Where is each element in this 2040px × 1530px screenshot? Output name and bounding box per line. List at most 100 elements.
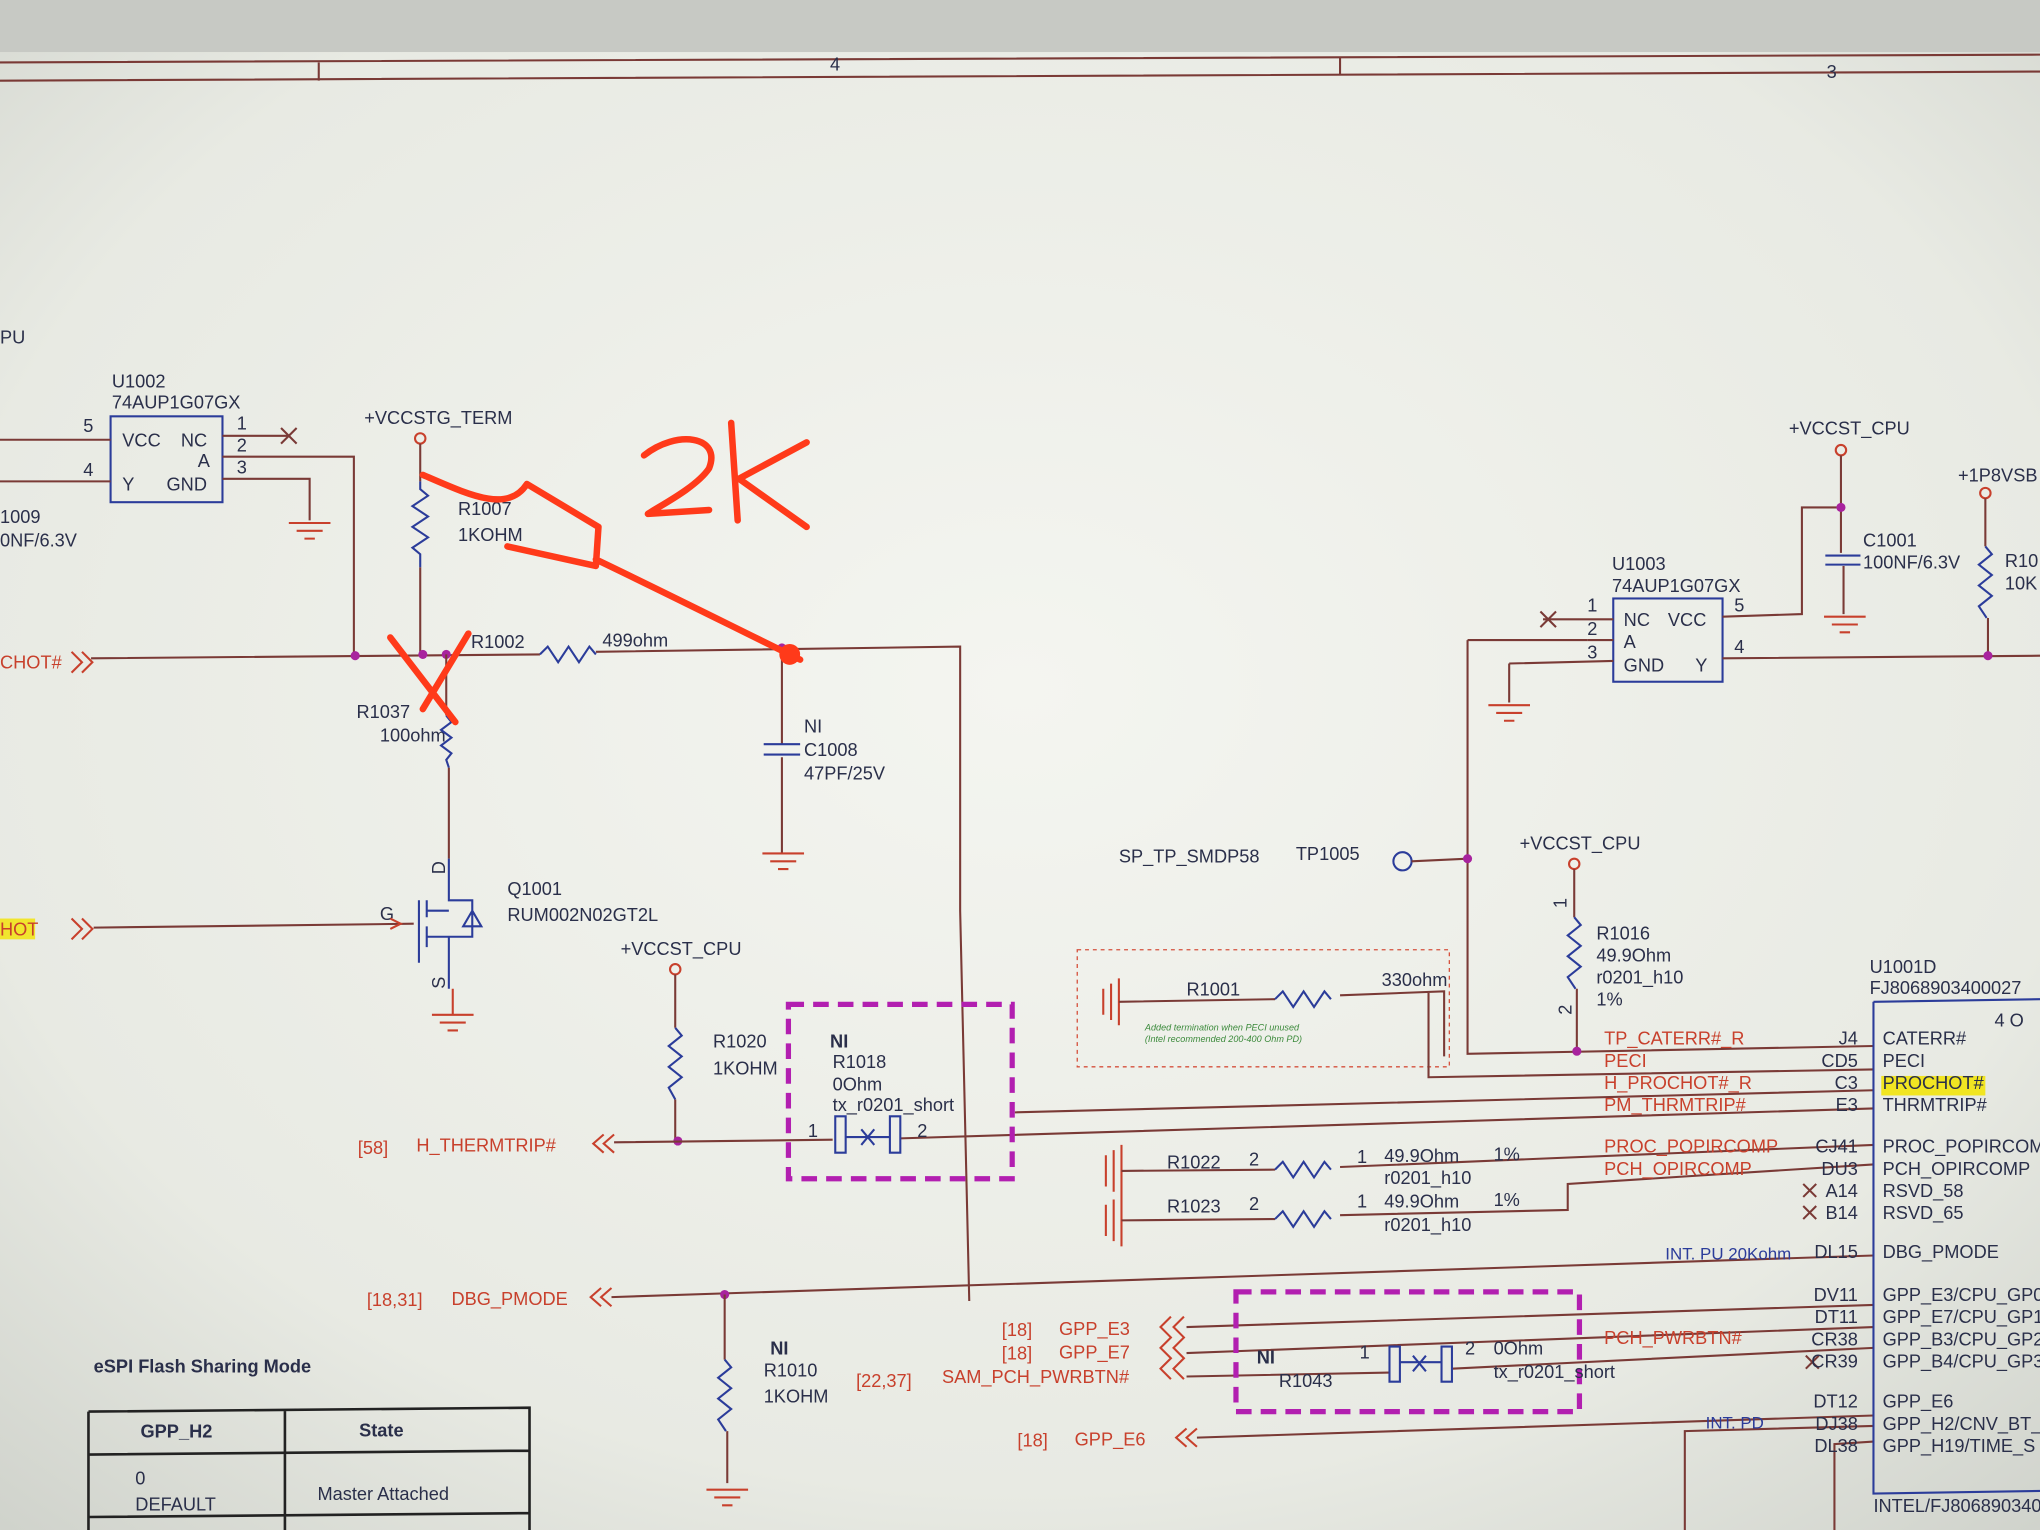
r1037-ref: R1037	[356, 702, 410, 722]
pin-name: THRMTRIP#	[1883, 1095, 1988, 1115]
c1009-value: 0NF/6.3V	[0, 530, 78, 550]
pin-label: NC	[181, 430, 207, 450]
pin-name: RSVD_65	[1883, 1203, 1964, 1224]
q1001-drain-label: D	[429, 861, 449, 874]
r10-value: 10K	[2005, 573, 2037, 593]
net-label-prochot: CHOT#	[0, 653, 63, 673]
pin-number: 1	[1360, 1342, 1370, 1362]
u1002-buffer: U1002 74AUP1G07GX VCC NC A Y GND 5 4 1 2…	[0, 372, 355, 655]
pin-ball-number: DJ38	[1815, 1414, 1857, 1434]
pin-name: PROC_POPIRCOM	[1883, 1137, 2040, 1158]
c1001-ref: C1001	[1863, 530, 1917, 550]
pin-name: PECI	[1883, 1051, 1926, 1071]
sheet-ref: [58]	[358, 1138, 388, 1158]
u1001d-footer: INTEL/FJ8068903400	[1873, 1496, 2040, 1516]
pin-ball-number: DT11	[1815, 1307, 1858, 1327]
pin-number: 5	[83, 416, 93, 436]
r1022-value: 49.9Ohm	[1384, 1146, 1459, 1166]
r1023-ref: R1023	[1167, 1197, 1221, 1217]
pin-ball-number: J4	[1839, 1029, 1858, 1049]
pin-number: 2	[1249, 1194, 1259, 1214]
r1016-ref: R1016	[1596, 923, 1650, 943]
pin-net-label: PM_THRMTRIP#	[1604, 1095, 1746, 1116]
net-label-sam-pch-pwrbtn: SAM_PCH_PWRBTN#	[942, 1367, 1130, 1388]
pin-ball-number: CR38	[1811, 1329, 1858, 1349]
q1001-mosfet: R1037 100ohm D G S Q1001 RUM002N02GT2L H…	[0, 654, 658, 1032]
u1003-part: 74AUP1G07GX	[1612, 576, 1741, 596]
pin-name: GPP_H2/CNV_BT_	[1883, 1414, 2040, 1435]
pin-label: VCC	[122, 430, 160, 450]
net-label-pch-pwrbtn: PCH_PWRBTN#	[1604, 1328, 1742, 1349]
net-label-gpp-e6: GPP_E6	[1075, 1429, 1146, 1450]
u1001d-ref: U1001D	[1870, 957, 1937, 977]
c1008-capacitor: NI C1008 47PF/25V	[762, 647, 886, 871]
r1010-value: 1KOHM	[764, 1387, 829, 1407]
pin-ball-number: DV11	[1814, 1285, 1858, 1305]
pin-number: 2	[917, 1121, 927, 1141]
u1003-ref: U1003	[1612, 554, 1666, 574]
tp1005-net: SP_TP_SMDP58	[1119, 847, 1260, 868]
pin-ball-number: DU3	[1821, 1159, 1857, 1179]
pin-ball-number: DL15	[1814, 1242, 1858, 1262]
net-label-h-thermtrip: H_THERMTRIP#	[416, 1135, 556, 1156]
gpp-nets: [18] GPP_E3 [18] GPP_E7 [22,37] SAM_PCH_…	[856, 1244, 1874, 1530]
r1023-value: 49.9Ohm	[1384, 1191, 1459, 1211]
pin-label: VCC	[1668, 610, 1706, 630]
c1009-ref: 1009	[0, 507, 41, 527]
pin-ball-number: CJ41	[1815, 1137, 1857, 1157]
pin-number: 3	[1587, 642, 1597, 662]
u1002-ref: U1002	[112, 372, 166, 392]
dbg-pmode-circuit: [18,31] DBG_PMODE NI R1010 1KOHM	[367, 1254, 1874, 1507]
pin-number: 1	[808, 1121, 818, 1141]
rcomp-resistors: R1022 2 1 49.9Ohm 1% r0201_h10 R1023 2 1…	[1104, 1143, 1874, 1247]
pin-name: GPP_H19/TIME_S	[1883, 1436, 2036, 1457]
r1016-footprint: r0201_h10	[1596, 968, 1683, 989]
peci-caterr-circuit: SP_TP_SMDP58 TP1005 +VCCST_CPU 1 2 R1016…	[1076, 639, 1874, 1079]
r1022-ref: R1022	[1167, 1152, 1221, 1172]
r1010-ni: NI	[770, 1338, 788, 1358]
pin-name: DBG_PMODE	[1883, 1242, 1999, 1263]
zone-label-left: 4	[830, 54, 840, 74]
pin-net-label: TP_CATERR#_R	[1604, 1029, 1744, 1050]
pin-name: GPP_B4/CPU_GP3	[1883, 1351, 2040, 1372]
pin-label: Y	[122, 474, 134, 494]
pin-ball-number: CD5	[1821, 1051, 1857, 1071]
sheet-ref: [22,37]	[856, 1371, 912, 1391]
hot-highlight	[0, 918, 36, 940]
pin-label: GND	[1624, 655, 1664, 675]
u1002-part: 74AUP1G07GX	[112, 393, 241, 413]
r1007-value: 1KOHM	[458, 525, 523, 545]
r1001-note: Added termination when PECI unused	[1144, 1022, 1300, 1032]
u1003-buffer: U1003 74AUP1G07GX NC VCC A GND Y 1 2 3 5…	[1488, 419, 2040, 722]
pin-name: RSVD_58	[1883, 1181, 1964, 1202]
pin-net-label: PCH_OPIRCOMP	[1604, 1159, 1752, 1180]
r1007-pullup: +VCCSTG_TERM R1007 1KOHM	[364, 408, 523, 655]
c1001-value: 100NF/6.3V	[1863, 553, 1961, 573]
pin-ball-number: DT12	[1813, 1392, 1858, 1412]
pin-name: CATERR#	[1883, 1029, 1967, 1049]
pin-ball-number: B14	[1825, 1203, 1857, 1223]
sheet-ref: [18]	[1002, 1320, 1032, 1340]
pin-number: 1	[1587, 595, 1597, 615]
u1001d-unit: 4 O	[1994, 1011, 2023, 1031]
pin-number: 1	[1357, 1191, 1367, 1211]
r1037-value: 100ohm	[380, 726, 446, 746]
handwritten-annotation-2k	[387, 419, 810, 726]
thermtrip-circuit: +VCCST_CPU R1020 1KOHM [58] H_THERMTRIP#…	[358, 939, 1874, 1182]
q1001-ref: Q1001	[507, 879, 562, 899]
int-pd-note: INT. PD	[1706, 1414, 1764, 1433]
r1022-footprint: r0201_h10	[1384, 1168, 1471, 1189]
r1020-value: 1KOHM	[713, 1059, 778, 1079]
r1043-footprint: tx_r0201_short	[1494, 1362, 1615, 1383]
espi-cell: Master Attached	[317, 1484, 449, 1504]
espi-cell: 0	[135, 1468, 145, 1488]
c1008-ref: C1008	[804, 740, 858, 760]
pin-label: GND	[167, 474, 207, 494]
r10-ref: R10	[2005, 551, 2038, 571]
pin-label: NC	[1624, 610, 1650, 630]
r1018-ni: NI	[830, 1031, 848, 1051]
c1008-ni: NI	[804, 716, 822, 736]
r1016-value: 49.9Ohm	[1596, 945, 1671, 965]
